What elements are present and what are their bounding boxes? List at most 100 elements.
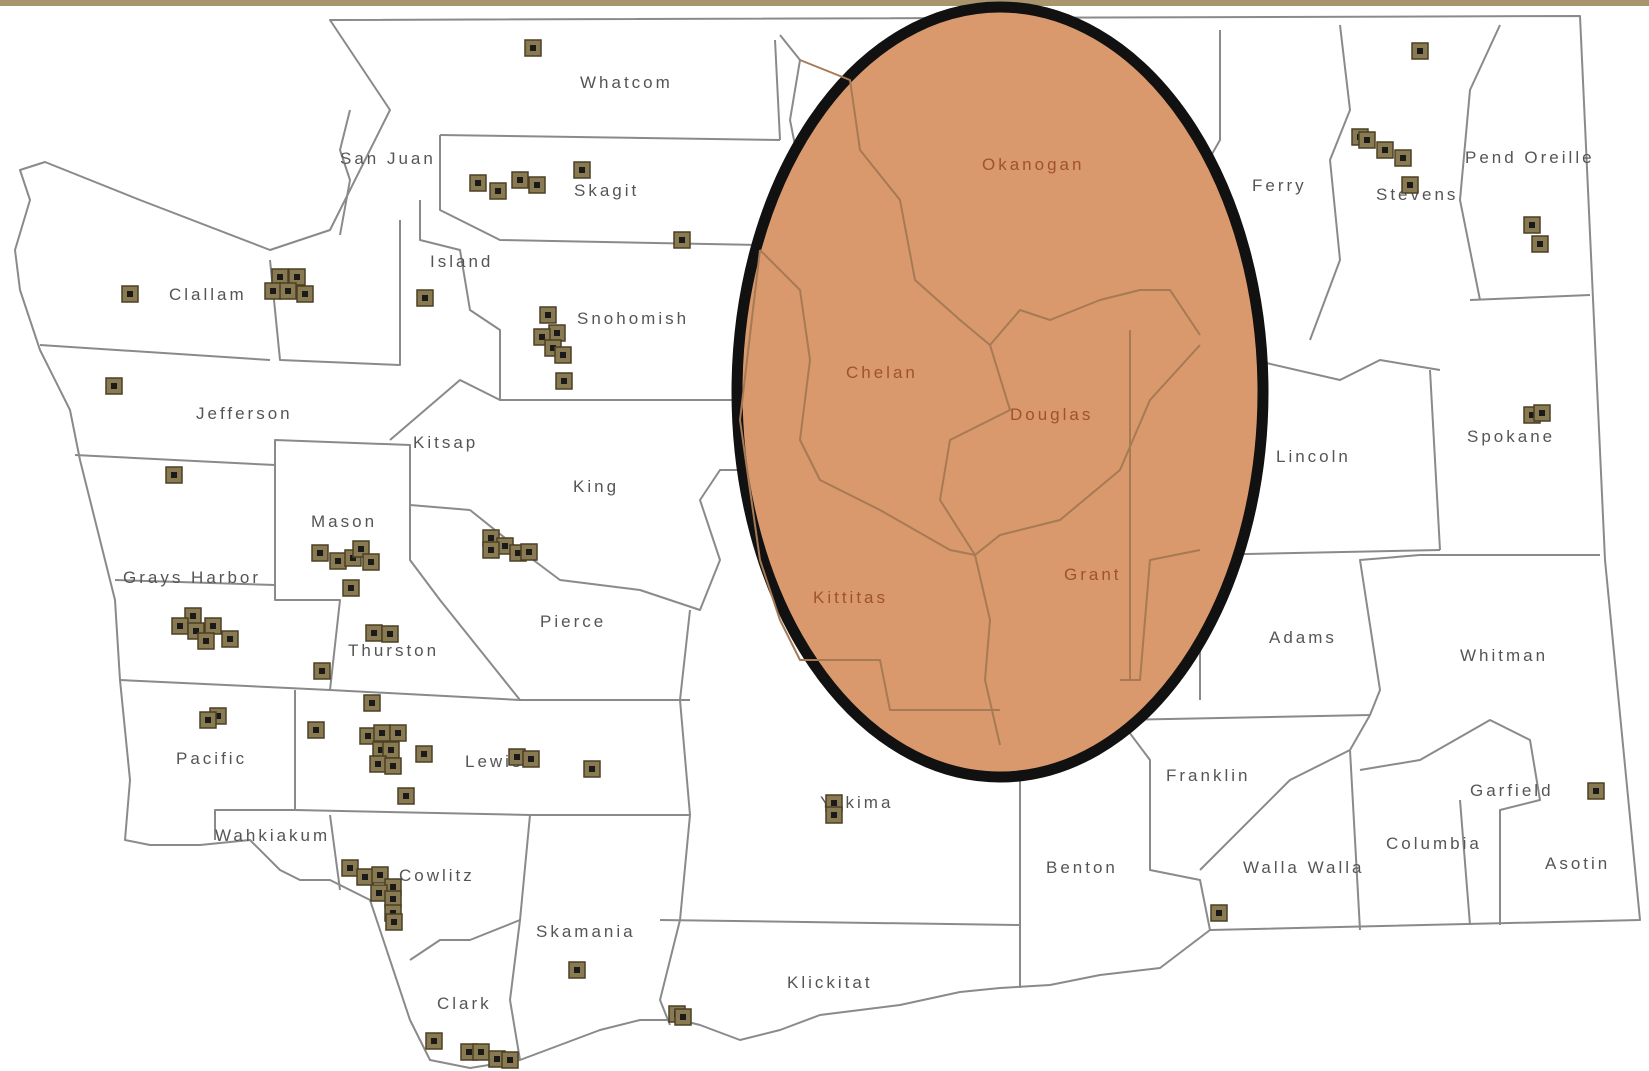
square-site-marker [221,630,239,648]
square-site-marker [279,282,297,300]
square-site-marker [1533,404,1551,422]
square-site-marker [524,39,542,57]
square-site-marker [197,632,215,650]
square-site-marker [373,724,391,742]
county-label-whatcom: Whatcom [580,73,673,92]
county-label-douglas: Douglas [1010,405,1093,424]
square-site-marker [397,787,415,805]
square-site-marker [171,617,189,635]
square-site-marker [1531,235,1549,253]
county-label-klickitat: Klickitat [787,973,873,992]
square-site-marker [307,721,325,739]
county-label-cowlitz: Cowlitz [399,866,475,885]
square-site-marker [1210,904,1228,922]
county-label-columbia: Columbia [1386,834,1482,853]
square-site-marker [568,961,586,979]
county-label-spokane: Spokane [1467,427,1555,446]
square-site-marker [511,171,529,189]
county-label-stevens: Stevens [1376,185,1458,204]
county-label-asotin: Asotin [1545,854,1610,873]
state-outline [14,15,1641,1069]
square-site-marker [528,176,546,194]
square-site-marker [415,745,433,763]
county-label-skagit: Skagit [574,181,639,200]
county-label-ferry: Ferry [1252,176,1307,195]
square-site-marker [674,1008,692,1026]
square-site-marker [548,324,566,342]
county-label-san-juan: San Juan [340,149,436,168]
top-border-bar [0,0,1649,6]
square-site-marker [501,1051,519,1069]
square-site-marker [1376,141,1394,159]
county-label-lincoln: Lincoln [1276,447,1351,466]
region-county-borders [739,59,1201,746]
square-site-marker [288,268,306,286]
square-site-marker [673,231,691,249]
county-label-jefferson: Jefferson [196,404,293,423]
square-site-marker [329,552,347,570]
square-site-marker [583,760,601,778]
county-label-okanogan: Okanogan [982,155,1084,174]
square-site-marker [362,553,380,571]
square-site-marker [342,579,360,597]
square-site-marker [472,1043,490,1061]
county-label-grays-harbor: Grays Harbor [123,568,261,587]
square-site-marker [425,1032,443,1050]
square-site-marker [385,913,403,931]
square-site-marker [311,544,329,562]
county-label-whitman: Whitman [1460,646,1548,665]
county-label-garfield: Garfield [1470,781,1554,800]
square-site-marker [469,174,487,192]
county-label-adams: Adams [1269,628,1337,647]
county-label-lewis: Lewis [465,752,523,771]
square-site-marker [369,755,387,773]
square-site-marker [825,806,843,824]
county-label-chelan: Chelan [846,363,918,382]
highlighted-region [731,1,1269,783]
site-markers [105,39,1605,1069]
county-label-kitsap: Kitsap [413,433,478,452]
square-site-marker [313,662,331,680]
square-site-marker [539,306,557,324]
square-site-marker [522,750,540,768]
square-site-marker [356,868,374,886]
square-site-marker [1358,131,1376,149]
county-label-skamania: Skamania [536,922,636,941]
square-site-marker [271,268,289,286]
square-site-marker [1587,782,1605,800]
square-site-marker [165,466,183,484]
square-site-marker [520,543,538,561]
square-site-marker [416,289,434,307]
county-label-grant: Grant [1064,565,1122,584]
square-site-marker [1523,216,1541,234]
square-site-marker [1411,42,1429,60]
county-label-mason: Mason [311,512,377,531]
square-site-marker [199,711,217,729]
county-label-pacific: Pacific [176,749,247,768]
county-label-benton: Benton [1046,858,1118,877]
square-site-marker [363,694,381,712]
square-site-marker [384,757,402,775]
county-label-clark: Clark [437,994,492,1013]
square-site-marker [365,624,383,642]
square-site-marker [488,1050,506,1068]
square-site-marker [381,625,399,643]
square-site-marker [371,866,389,884]
square-site-marker [389,724,407,742]
square-site-marker [1394,149,1412,167]
square-site-marker [1401,176,1419,194]
square-site-marker [121,285,139,303]
square-site-marker [555,372,573,390]
square-site-marker [296,285,314,303]
county-label-franklin: Franklin [1166,766,1250,785]
county-label-wahkiakum: Wahkiakum [215,826,330,845]
county-label-walla-walla: Walla Walla [1243,858,1364,877]
square-site-marker [489,182,507,200]
county-label-island: Island [430,252,493,271]
county-label-kittitas: Kittitas [813,588,888,607]
square-site-marker [264,282,282,300]
square-site-marker [341,859,359,877]
county-label-thurston: Thurston [348,641,439,660]
square-site-marker [554,346,572,364]
